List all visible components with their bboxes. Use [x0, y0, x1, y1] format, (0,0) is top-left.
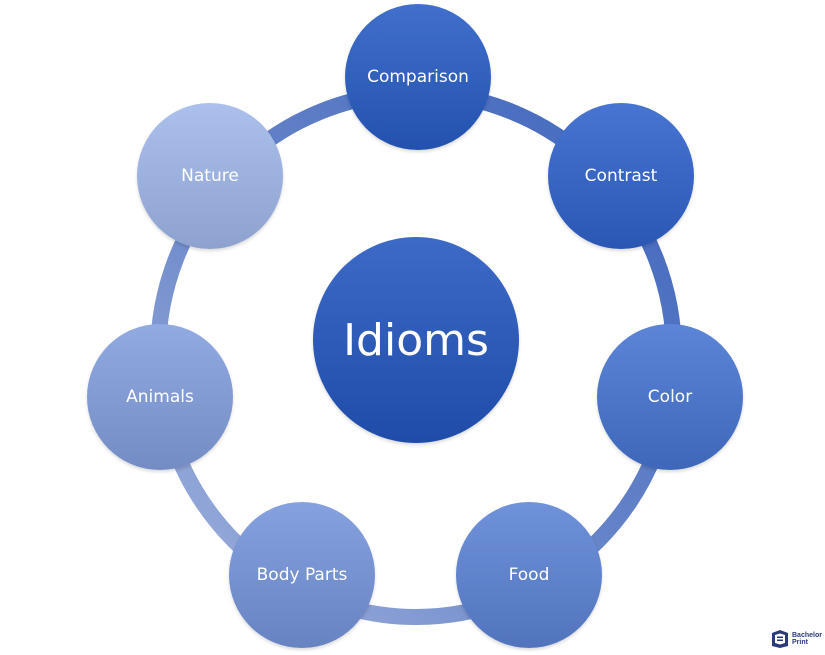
bachelorprint-logo-icon: [772, 630, 788, 648]
node-label-color: Color: [647, 387, 693, 407]
node-comparison: Comparison: [345, 4, 491, 150]
logo-text-line2: Print: [792, 639, 808, 646]
bachelorprint-logo: Bachelor Print: [770, 628, 822, 650]
node-animals: Animals: [87, 324, 233, 470]
node-label-contrast: Contrast: [584, 166, 658, 186]
logo-text-line1: Bachelor: [792, 632, 822, 639]
node-label-nature: Nature: [181, 166, 239, 186]
node-color: Color: [597, 324, 743, 470]
node-body-parts: Body Parts: [229, 502, 375, 648]
node-contrast: Contrast: [548, 103, 694, 249]
node-nature: Nature: [137, 103, 283, 249]
node-food: Food: [456, 502, 602, 648]
node-label-animals: Animals: [126, 387, 194, 407]
node-label-body-parts: Body Parts: [256, 565, 348, 585]
center-node-idioms: Idioms: [313, 237, 519, 443]
logo-text: Bachelor Print: [792, 632, 822, 646]
node-label-food: Food: [508, 565, 550, 585]
node-label-comparison: Comparison: [367, 67, 469, 87]
center-label: Idioms: [343, 314, 489, 366]
